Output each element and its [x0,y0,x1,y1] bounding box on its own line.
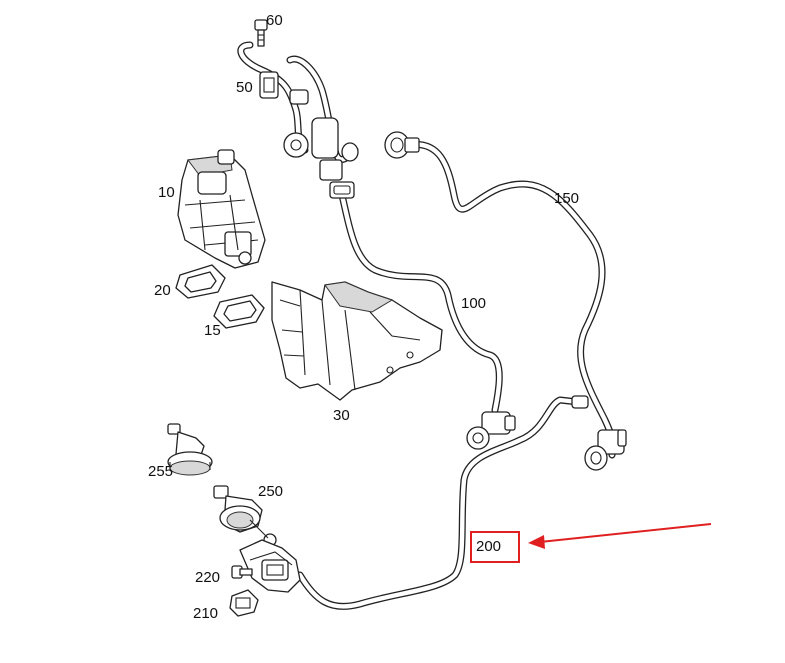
highlight-box-200 [470,531,520,563]
connector-assembly [239,539,301,593]
hose-100 [329,181,516,450]
hose-assembly-50 [237,41,359,181]
label-20: 20 [154,282,171,299]
connector-150-bottom [584,429,627,471]
housing-10 [177,149,266,269]
connector-150-top [384,131,420,159]
sensor-255 [167,423,213,476]
label-200: 200 [476,538,502,555]
label-10: 10 [158,184,175,201]
label-15: 15 [204,322,221,339]
label-150: 150 [554,190,580,207]
label-30: 30 [333,407,350,424]
bracket-30 [271,281,443,401]
label-255: 255 [148,463,174,480]
label-60: 60 [266,12,283,29]
bolt-220 [231,565,253,579]
label-220: 220 [195,569,221,586]
label-50: 50 [236,79,253,96]
gasket-20 [175,264,226,299]
bolt-60 [254,19,268,47]
label-210: 210 [193,605,219,622]
connector-100-bottom [466,411,516,450]
label-100: 100 [461,295,487,312]
connector-100-top [329,181,355,199]
plug-210 [229,589,259,617]
highlight-arrow [528,523,712,549]
label-250: 250 [258,483,284,500]
gasket-15 [213,294,265,329]
hose-200 [296,395,589,610]
hose-150 [384,131,627,471]
